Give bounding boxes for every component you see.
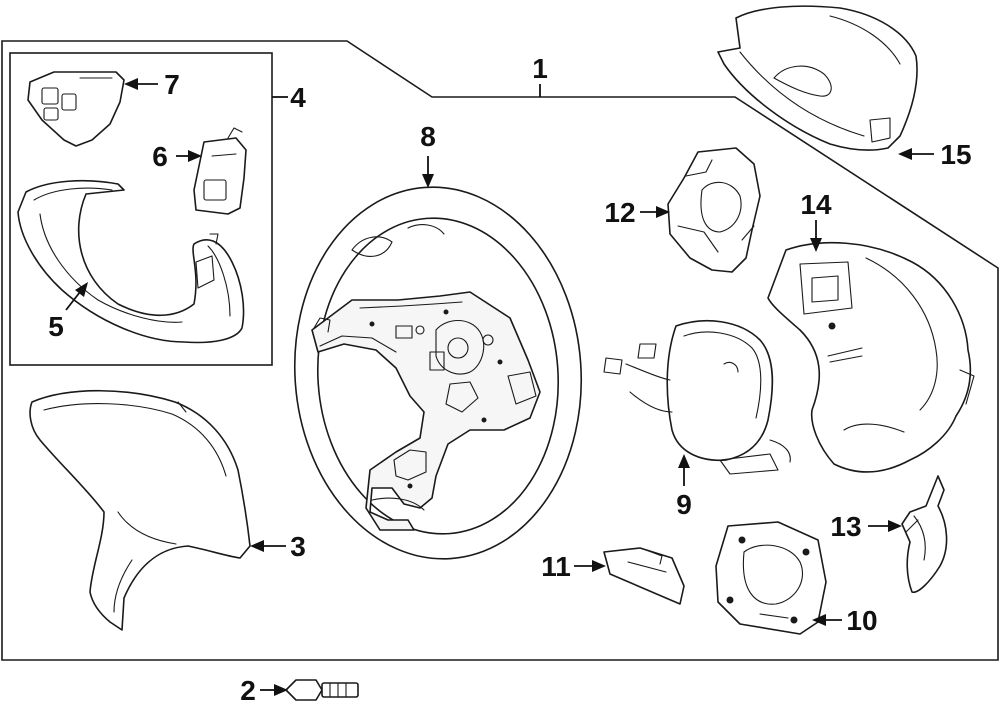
callout-13: 13 [830,511,861,542]
clockspring[interactable] [603,320,791,475]
callout-9: 9 [676,489,692,520]
callout-1: 1 [532,53,548,84]
callout-2: 2 [240,675,256,706]
callout-15: 15 [940,139,971,170]
cruise-switch[interactable] [27,71,125,147]
heater-plate[interactable] [715,521,827,635]
airbag-module[interactable] [717,5,918,151]
audio-switch[interactable] [193,127,247,215]
switch-bezel[interactable] [17,179,245,344]
callout-7: 7 [164,69,180,100]
leader-lines [65,78,934,696]
steering-wheel[interactable] [282,177,593,568]
callout-12: 12 [604,197,635,228]
callout-4: 4 [290,82,306,113]
switch-kit-box [9,52,273,366]
callout-3: 3 [290,531,306,562]
lower-trim-cover[interactable] [29,389,251,631]
mounting-bracket[interactable] [603,547,685,605]
callout-11: 11 [541,551,571,582]
assembly-frame [1,40,999,661]
callout-labels: 1 2 3 4 5 6 7 8 9 10 11 12 13 14 15 [48,53,971,706]
callout-6: 6 [152,141,168,172]
callout-8: 8 [420,121,436,152]
mounting-bolt[interactable] [285,679,359,701]
callout-14: 14 [800,189,832,220]
shift-paddle[interactable] [901,475,948,593]
callout-5: 5 [48,311,64,342]
callout-10: 10 [846,605,877,636]
clockspring-cover[interactable] [667,147,761,273]
upper-trim-cover[interactable] [767,241,975,473]
